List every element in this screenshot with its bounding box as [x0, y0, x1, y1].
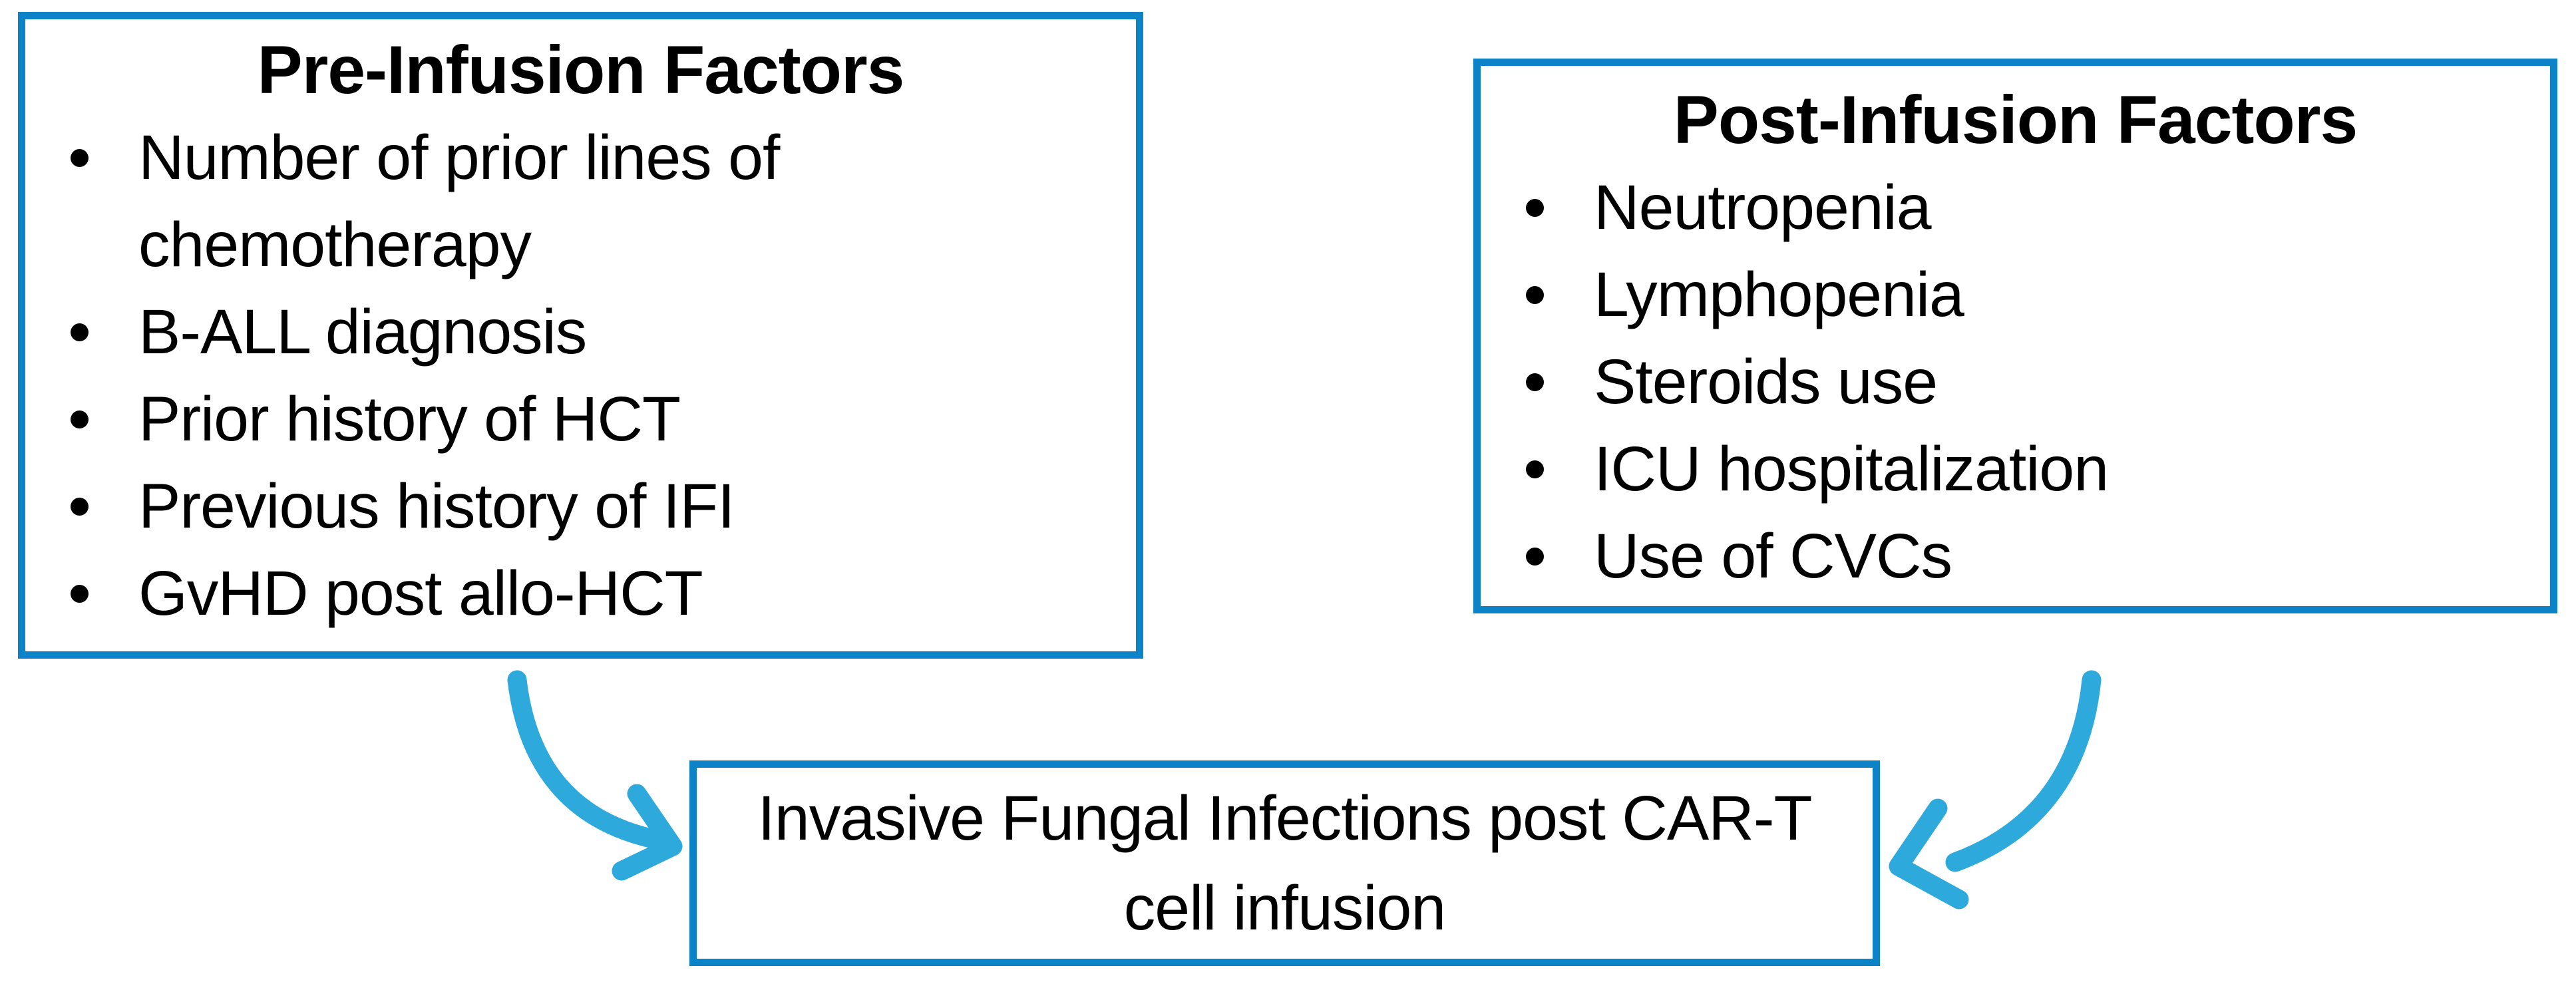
list-item: Previous history of IFI — [39, 463, 1123, 550]
list-item: Steroids use — [1494, 339, 2537, 426]
list-item: Use of CVCs — [1494, 513, 2537, 600]
curved-arrow-left-icon — [507, 670, 683, 881]
list-item: ICU hospitalization — [1494, 426, 2537, 513]
curved-arrow-right-icon — [1889, 670, 2102, 909]
post-infusion-factors-box: Post-Infusion Factors Neutropenia Lympho… — [1473, 59, 2557, 613]
outcome-text: Invasive Fungal Infections post CAR-T ce… — [757, 782, 1813, 943]
post-infusion-list: Neutropenia Lymphopenia Steroids use ICU… — [1494, 164, 2537, 600]
list-item: GvHD post allo-HCT — [39, 550, 1123, 637]
post-infusion-title: Post-Infusion Factors — [1673, 82, 2358, 158]
pre-infusion-title: Pre-Infusion Factors — [257, 32, 905, 108]
list-item: Lymphopenia — [1494, 251, 2537, 339]
pre-infusion-factors-box: Pre-Infusion Factors Number of prior lin… — [18, 12, 1143, 659]
list-item: Prior history of HCT — [39, 376, 1123, 463]
list-item: Number of prior lines of chemotherapy — [39, 114, 1123, 289]
list-item: B-ALL diagnosis — [39, 289, 1123, 376]
pre-infusion-list: Number of prior lines of chemotherapy B-… — [39, 114, 1123, 637]
outcome-box: Invasive Fungal Infections post CAR-T ce… — [689, 760, 1880, 966]
list-item: Neutropenia — [1494, 164, 2537, 251]
